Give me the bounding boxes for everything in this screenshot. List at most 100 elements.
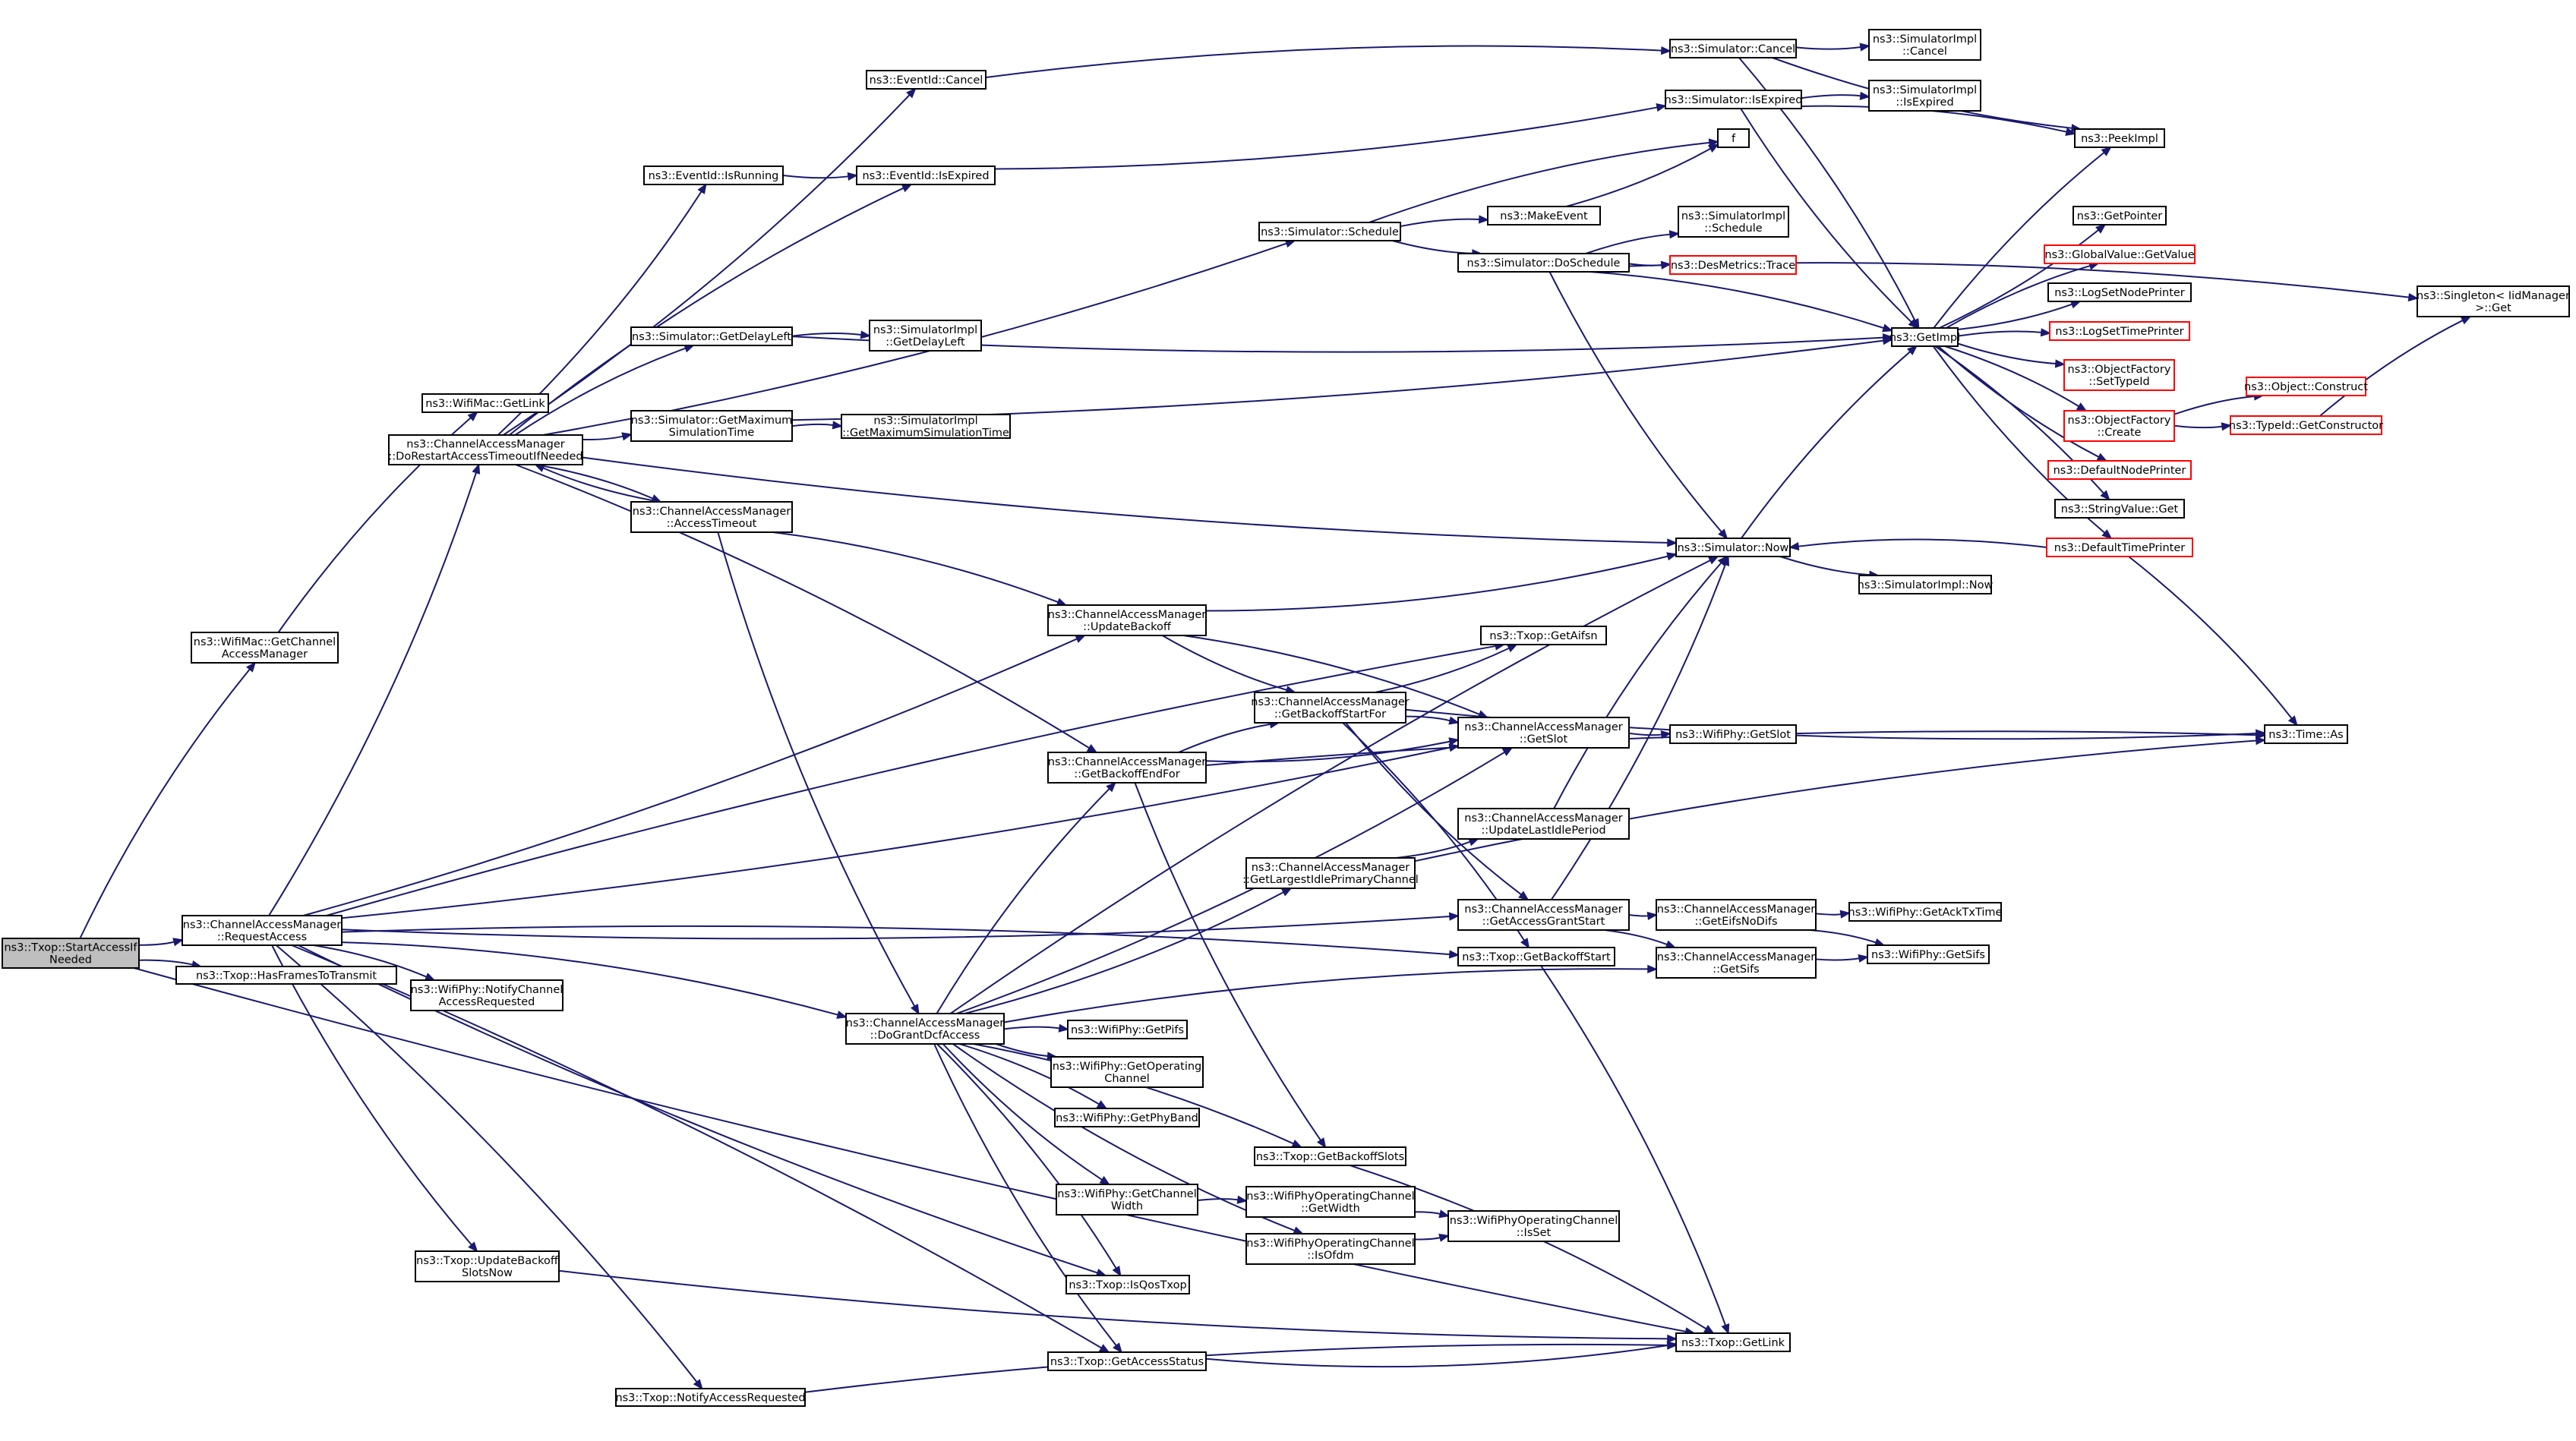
node-hasframes[interactable]: ns3::Txop::HasFramesToTransmit xyxy=(175,966,397,985)
arrowhead-acctimeout-to-dogrant xyxy=(911,1004,920,1015)
node-getpifs[interactable]: ns3::WifiPhy::GetPifs xyxy=(1067,1020,1188,1039)
node-label: ns3::WifiPhy::GetAckTxTime xyxy=(1848,907,2003,919)
node-objconstruct[interactable]: ns3::Object::Construct xyxy=(2244,377,2368,396)
node-box xyxy=(1669,255,1797,275)
node-opgetwidth[interactable]: ns3::WifiPhyOperatingChannel::GetWidth xyxy=(1245,1186,1416,1218)
node-getcaeifs[interactable]: ns3::ChannelAccessManager::GetEifsNoDifs xyxy=(1656,899,1817,931)
arrowhead-dogrant-to-getlargest xyxy=(1280,888,1293,897)
edge-cancel-to-simcancel xyxy=(985,45,1662,78)
node-label: ns3::EventId::IsRunning xyxy=(649,170,779,182)
node-getaifsn[interactable]: ns3::Txop::GetAifsn xyxy=(1480,626,1607,645)
node-txopgetbackstart[interactable]: ns3::Txop::GetBackoffStart xyxy=(1457,947,1615,966)
node-getmaxsim[interactable]: ns3::Simulator::GetMaximumSimulationTime xyxy=(630,410,793,442)
node-ofsettype[interactable]: ns3::ObjectFactory::SetTypeId xyxy=(2063,359,2175,391)
node-box xyxy=(643,166,784,185)
node-logsettime[interactable]: ns3::LogSetTimePrinter xyxy=(2049,321,2190,341)
node-label: ns3::ChannelAccessManager xyxy=(1048,609,1207,621)
node-notifyacc[interactable]: ns3::Txop::NotifyAccessRequested xyxy=(615,1388,806,1407)
node-globalget[interactable]: ns3::GlobalValue::GetValue xyxy=(2044,244,2196,264)
edge-doschedule-to-implschedule xyxy=(1585,233,1671,254)
node-getlargest[interactable]: ns3::ChannelAccessManager::GetLargestIdl… xyxy=(1242,857,1419,889)
node-cancel[interactable]: ns3::EventId::Cancel xyxy=(866,70,987,90)
node-dogrant[interactable]: ns3::ChannelAccessManager::DoGrantDcfAcc… xyxy=(845,1013,1005,1045)
edge-getcasifs-to-wifigetsifs xyxy=(1815,957,1860,961)
node-getaccstat[interactable]: ns3::Txop::GetAccessStatus xyxy=(1047,1351,1207,1371)
node-wifigetsifs[interactable]: ns3::WifiPhy::GetSifs xyxy=(1867,944,1990,964)
node-simnow[interactable]: ns3::Simulator::Now xyxy=(1675,538,1791,557)
node-implgetdelay[interactable]: ns3::SimulatorImpl::GetDelayLeft xyxy=(869,320,982,352)
arrowhead-isrunning-to-isexpired xyxy=(847,172,858,181)
node-getcasifs[interactable]: ns3::ChannelAccessManager::GetSifs xyxy=(1656,947,1817,979)
node-desmetrics[interactable]: ns3::DesMetrics::Trace xyxy=(1669,255,1797,275)
node-singleton[interactable]: ns3::Singleton< IidManager>::Get xyxy=(2417,285,2570,317)
node-getpointer[interactable]: ns3::GetPointer xyxy=(2072,206,2167,225)
node-label: ns3::WifiPhy::GetPifs xyxy=(1071,1024,1184,1036)
node-implgetmax[interactable]: ns3::SimulatorImpl::GetMaximumSimulation… xyxy=(841,414,1011,440)
node-peekimpl[interactable]: ns3::PeekImpl xyxy=(2074,128,2165,148)
node-getbackslots[interactable]: ns3::Txop::GetBackoffSlots xyxy=(1254,1146,1406,1166)
node-label: ::GetMaximumSimulationTime xyxy=(842,427,1009,440)
call-edges xyxy=(79,43,2472,1393)
node-simcancel[interactable]: ns3::Simulator::Cancel xyxy=(1669,39,1797,58)
node-updlastidle[interactable]: ns3::ChannelAccessManager::UpdateLastIdl… xyxy=(1457,808,1630,840)
node-getbackstartfor[interactable]: ns3::ChannelAccessManager::GetBackoffSta… xyxy=(1251,692,1410,724)
node-acctimeout[interactable]: ns3::ChannelAccessManager::AccessTimeout xyxy=(630,501,793,533)
edge-isexpired-to-simisexpired xyxy=(994,106,1658,170)
node-txopgetlink[interactable]: ns3::Txop::GetLink xyxy=(1675,1332,1791,1352)
node-isrunning[interactable]: ns3::EventId::IsRunning xyxy=(643,166,784,185)
arrowhead-dogrant-to-getbackslots xyxy=(1291,1140,1303,1148)
node-isqos[interactable]: ns3::Txop::IsQosTxop xyxy=(1065,1275,1190,1294)
node-getlink[interactable]: ns3::WifiMac::GetLink xyxy=(421,393,549,413)
node-schedule[interactable]: ns3::Simulator::Schedule xyxy=(1258,222,1401,241)
edge-getbackstartfor-to-getslot xyxy=(1405,715,1451,722)
node-label: ::Schedule xyxy=(1704,222,1762,235)
node-isexpired[interactable]: ns3::EventId::IsExpired xyxy=(856,166,996,185)
node-typeidctor[interactable]: ns3::TypeId::GetConstructor xyxy=(2229,415,2383,435)
node-implschedule[interactable]: ns3::SimulatorImpl::Schedule xyxy=(1678,206,1789,238)
node-dorestart[interactable]: ns3::ChannelAccessManager::DoRestartAcce… xyxy=(388,434,583,465)
node-doschedule[interactable]: ns3::Simulator::DoSchedule xyxy=(1457,253,1630,273)
node-logsetnode[interactable]: ns3::LogSetNodePrinter xyxy=(2047,282,2192,302)
node-label: ::DoGrantDcfAccess xyxy=(870,1030,980,1042)
node-box xyxy=(2044,244,2196,264)
node-box xyxy=(1067,1020,1188,1039)
node-implcancel[interactable]: ns3::SimulatorImpl::Cancel xyxy=(1868,29,1981,61)
node-getslot[interactable]: ns3::ChannelAccessManager::GetSlot xyxy=(1457,717,1630,749)
node-implnow[interactable]: ns3::SimulatorImpl::Now xyxy=(1858,575,1994,594)
arrowhead-dogrant-to-getslot xyxy=(1501,746,1514,756)
edge-dorestart-to-isexpired xyxy=(509,187,904,436)
node-simisexpired[interactable]: ns3::Simulator::IsExpired xyxy=(1665,90,1803,109)
node-wifigetslot[interactable]: ns3::WifiPhy::GetSlot xyxy=(1669,724,1797,744)
node-defnode[interactable]: ns3::DefaultNodePrinter xyxy=(2047,460,2192,480)
arrowhead-dogrant-to-getaccstat xyxy=(1113,1342,1122,1354)
node-ofcreate[interactable]: ns3::ObjectFactory::Create xyxy=(2063,410,2175,442)
node-getimpl[interactable]: ns3::GetImpl xyxy=(1889,327,1960,347)
node-timeas[interactable]: ns3::Time::As xyxy=(2264,724,2348,744)
node-reqacc[interactable]: ns3::ChannelAccessManager::RequestAccess xyxy=(182,915,343,946)
node-getdelay[interactable]: ns3::Simulator::GetDelayLeft xyxy=(630,326,793,346)
node-updbackoff[interactable]: ns3::ChannelAccessManager::UpdateBackoff xyxy=(1047,604,1207,636)
node-getacktx[interactable]: ns3::WifiPhy::GetAckTxTime xyxy=(1848,902,2003,922)
node-opisset[interactable]: ns3::WifiPhyOperatingChannel::IsSet xyxy=(1447,1210,1620,1242)
node-strget[interactable]: ns3::StringValue::Get xyxy=(2054,499,2185,519)
node-makeevent[interactable]: ns3::MakeEvent xyxy=(1487,206,1601,225)
node-notifychan[interactable]: ns3::WifiPhy::NotifyChannelAccessRequest… xyxy=(410,979,564,1011)
edge-simisexpired-to-getimpl xyxy=(1740,108,1912,323)
node-getbackend[interactable]: ns3::ChannelAccessManager::GetBackoffEnd… xyxy=(1047,752,1207,784)
node-getphyband[interactable]: ns3::WifiPhy::GetPhyBand xyxy=(1054,1108,1200,1127)
node-opisofdm[interactable]: ns3::WifiPhyOperatingChannel::IsOfdm xyxy=(1245,1233,1416,1265)
node-box xyxy=(1245,1186,1416,1218)
node-box xyxy=(866,70,987,90)
arrowhead-reqacc-to-notifyacc xyxy=(693,1379,703,1390)
node-label: ns3::SimulatorImpl xyxy=(873,415,977,427)
node-f[interactable]: f xyxy=(1717,128,1750,148)
edge-notifyacc-to-txopgetlink xyxy=(804,1343,1668,1393)
node-getaccgrant[interactable]: ns3::ChannelAccessManager::GetAccessGran… xyxy=(1457,899,1630,931)
node-deftime[interactable]: ns3::DefaultTimePrinter xyxy=(2046,538,2193,557)
node-implisexpired[interactable]: ns3::SimulatorImpl::IsExpired xyxy=(1868,80,1981,112)
